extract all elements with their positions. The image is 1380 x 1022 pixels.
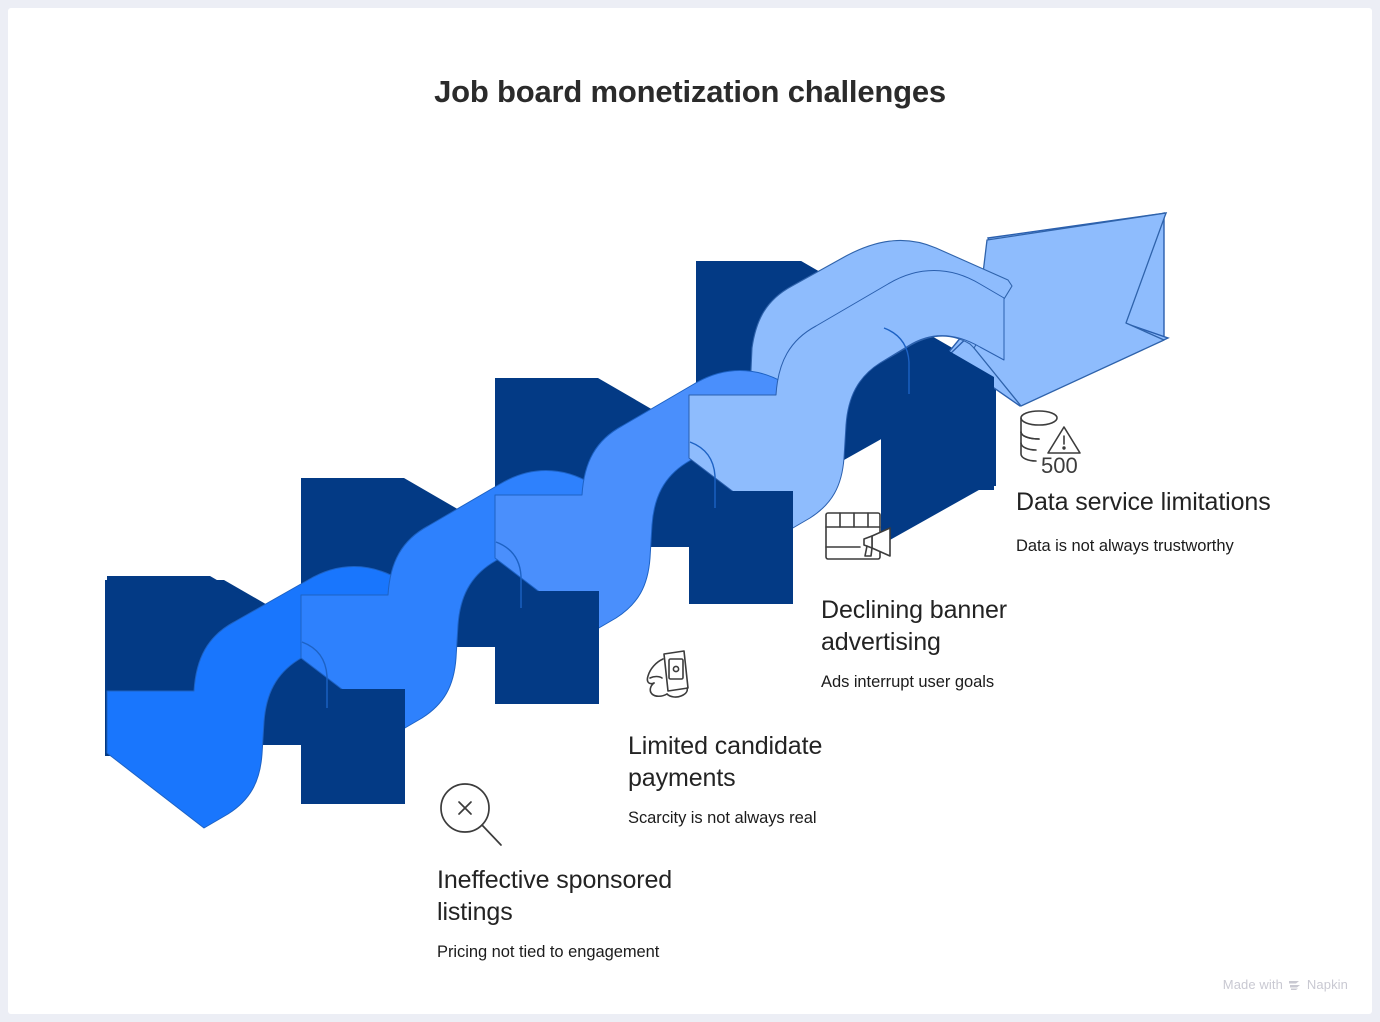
watermark-brand: Napkin bbox=[1306, 977, 1348, 992]
ribbon-segment-5 bbox=[698, 290, 1018, 448]
step-3-title-line-1: Declining banner bbox=[821, 596, 1008, 624]
block-2-right-wing bbox=[495, 591, 599, 704]
block-3-right-wing bbox=[689, 491, 793, 604]
step-2-title-line-1: Limited candidate bbox=[628, 732, 823, 760]
block-3 bbox=[495, 378, 793, 604]
step-1-title-line-1: Ineffective sponsored bbox=[437, 866, 673, 894]
step-4-title-line-1: Data service limitations bbox=[1016, 488, 1271, 516]
ribbon-1 bbox=[107, 534, 380, 802]
step-1-subtitle: Pricing not tied to engagement bbox=[437, 943, 660, 961]
database-warning-500-icon: 500 bbox=[1020, 410, 1081, 478]
iso-block-4 bbox=[696, 261, 986, 545]
hand-holding-phone-icon bbox=[646, 650, 689, 698]
ribbon-seg-4 bbox=[688, 270, 1005, 533]
ribbon-5 bbox=[747, 239, 1013, 475]
napkin-watermark: Made with Napkin bbox=[1223, 977, 1348, 992]
block-1 bbox=[107, 576, 405, 802]
block-2 bbox=[301, 478, 599, 704]
step-2-title-line-2: payments bbox=[628, 764, 736, 792]
ribbon-segment-5 bbox=[696, 276, 1008, 448]
arrow-head bbox=[983, 213, 1166, 408]
step-block-1-body bbox=[118, 575, 288, 635]
step-1-title-line-2: listings bbox=[437, 898, 513, 926]
diagram-card: Job board monetization challenges bbox=[8, 8, 1372, 1014]
step-2-title: Limited candidate payments bbox=[628, 730, 948, 794]
ribbon-fold-lines bbox=[301, 327, 910, 708]
magnifier-x-icon bbox=[440, 783, 502, 846]
iso-bar-4 bbox=[696, 261, 996, 486]
arrow-tail-head bbox=[973, 212, 1167, 407]
step-block-1 bbox=[105, 580, 328, 813]
ribbon-seg-2b bbox=[300, 470, 617, 733]
ribbon-4 bbox=[552, 286, 854, 528]
step-3-title: Declining banner advertising bbox=[821, 594, 1141, 658]
page-title: Job board monetization challenges bbox=[434, 74, 946, 109]
ribbon-seg-2 bbox=[301, 469, 616, 731]
navy-bar-1 bbox=[108, 576, 300, 765]
banner-megaphone-icon bbox=[825, 512, 891, 560]
step-3-title-line-2: advertising bbox=[821, 628, 941, 656]
ribbon-4b bbox=[556, 348, 854, 532]
ribbon-4c bbox=[560, 343, 764, 568]
ribbon-segment-5-arrowhead bbox=[946, 211, 1170, 407]
ribbon-1-main bbox=[107, 536, 418, 809]
block-4 bbox=[696, 264, 994, 490]
step-4-title: Data service limitations bbox=[1016, 486, 1372, 518]
step-1-title: Ineffective sponsored listings bbox=[437, 864, 767, 928]
block-4-right-wing bbox=[884, 377, 988, 490]
step-3-subtitle: Ads interrupt user goals bbox=[821, 673, 995, 691]
navy-bar-4 bbox=[696, 262, 994, 490]
ribbon-seg-3 bbox=[494, 370, 811, 633]
napkin-logo-icon bbox=[1288, 980, 1300, 990]
step-4-subtitle: Data is not always trustworthy bbox=[1016, 537, 1234, 555]
block-1-front bbox=[301, 691, 405, 804]
ribbon-seg-1 bbox=[106, 566, 423, 829]
watermark-prefix: Made with bbox=[1222, 977, 1283, 992]
step-4-icon-label: 500 bbox=[1041, 453, 1078, 478]
navy-bar-a bbox=[118, 576, 428, 808]
step-2-subtitle: Scarcity is not always real bbox=[628, 809, 817, 827]
block-1-right-wing bbox=[301, 689, 405, 802]
